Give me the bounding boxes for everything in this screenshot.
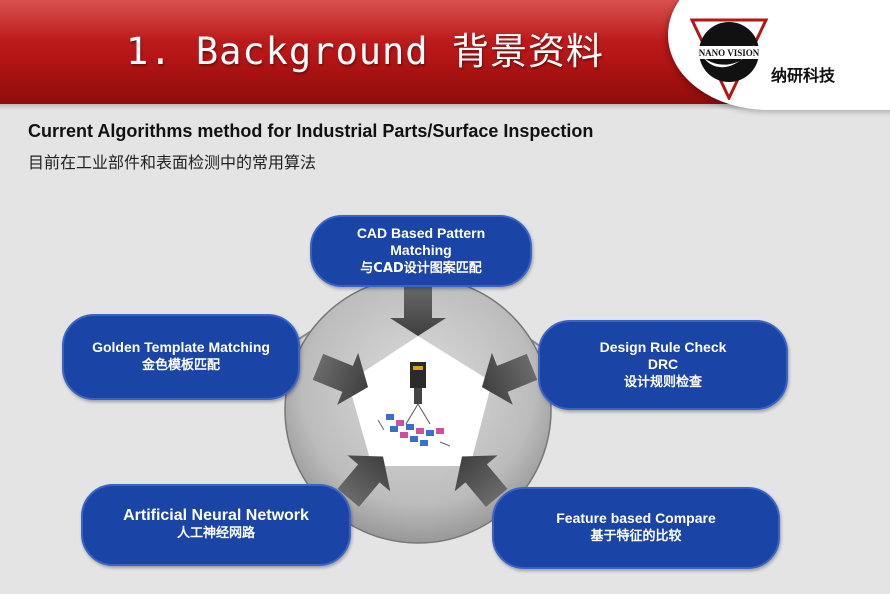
section-heading-chinese: 目前在工业部件和表面检测中的常用算法	[28, 153, 317, 172]
arrow-from-drc	[481, 352, 538, 405]
section-heading-english: Current Algorithms method for Industrial…	[28, 121, 594, 141]
node-ann-label-en: Artificial Neural Network	[123, 507, 309, 524]
node-drc-label-cn: 设计规则检查	[623, 374, 702, 390]
node-design-rule-check: Design Rule Check DRC 设计规则检查	[538, 320, 788, 410]
nano-vision-logo-icon: NANO VISION	[690, 18, 768, 100]
header-divider	[0, 104, 890, 110]
arrow-from-golden	[312, 352, 369, 405]
node-drc-label-en-1: Design Rule Check	[599, 338, 727, 355]
slide-title: 1. Background 背景资料	[126, 30, 604, 73]
node-golden-label-cn: 金色模板匹配	[141, 358, 220, 373]
node-cad-label-en-1: CAD Based Pattern	[356, 224, 486, 241]
node-cad-label-cn: 与CAD设计图案匹配	[360, 260, 482, 276]
company-name: 纳研科技	[771, 66, 836, 85]
node-cad-pattern-matching: CAD Based Pattern Matching 与CAD设计图案匹配	[310, 215, 532, 287]
node-artificial-neural-network: Artificial Neural Network 人工神经网路	[81, 484, 351, 566]
svg-text:NANO VISION: NANO VISION	[699, 48, 760, 58]
node-cad-label-en-2: Matching	[390, 241, 452, 258]
node-drc-label-en-2: DRC	[647, 355, 679, 372]
arrow-from-feature	[454, 455, 508, 507]
arrow-from-ann	[337, 455, 391, 507]
node-golden-label-en: Golden Template Matching	[92, 339, 270, 355]
node-feature-based-compare: Feature based Compare 基于特征的比较	[492, 487, 780, 569]
inspection-camera-image	[377, 362, 451, 447]
arrow-from-cad	[390, 284, 446, 336]
node-ann-label-cn: 人工神经网路	[176, 526, 255, 541]
node-feature-label-en: Feature based Compare	[556, 510, 716, 526]
node-feature-label-cn: 基于特征的比较	[590, 529, 682, 544]
node-golden-template-matching: Golden Template Matching 金色模板匹配	[62, 314, 300, 400]
